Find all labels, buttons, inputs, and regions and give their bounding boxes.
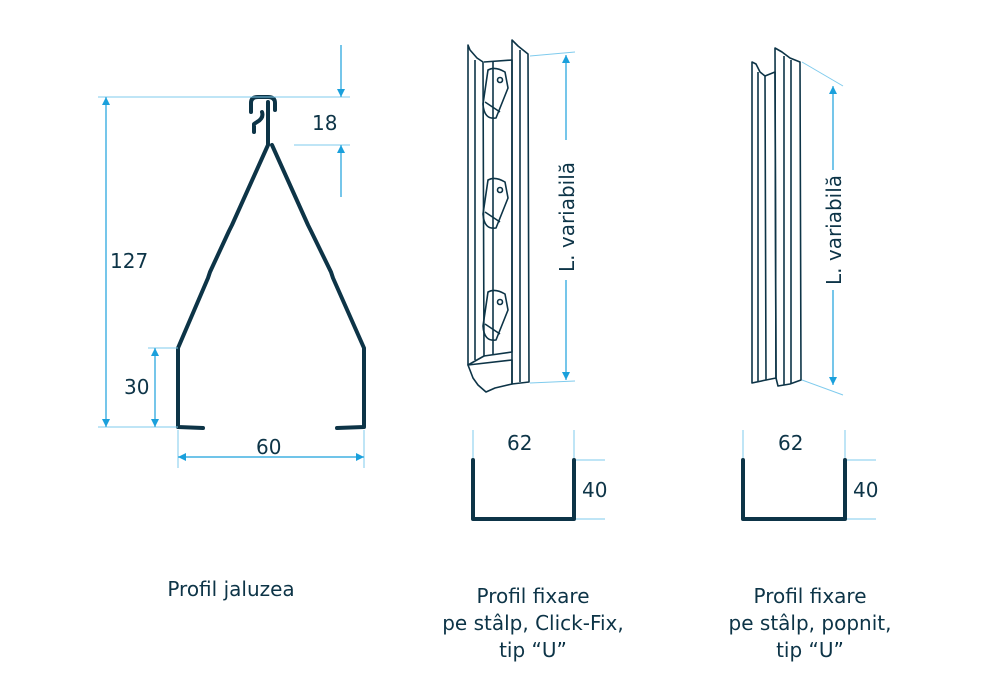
dim-18: 18 [312, 111, 337, 135]
popnit-u-section [741, 458, 847, 521]
caption-jaluzea: Profil jaluzea [167, 577, 294, 601]
dim-40-popnit: 40 [853, 478, 878, 502]
jaluzea-profile-shape [176, 95, 366, 430]
dim-62-popnit: 62 [778, 431, 803, 455]
click-fix-column-drawing [467, 39, 530, 393]
profile-jaluzea: 18 127 30 60 Profil jaluzea [98, 45, 366, 601]
dim-127: 127 [110, 249, 148, 273]
caption-click-fix-line3: tip “U” [499, 638, 567, 662]
length-label-click-fix: L. variabilă [555, 162, 579, 272]
length-label-popnit: L. variabilă [822, 175, 846, 285]
dim-30: 30 [124, 375, 149, 399]
dim-62-click-fix: 62 [507, 431, 532, 455]
profile-popnit: L. variabilă 62 40 Profil fixare pe stâl… [729, 47, 892, 662]
click-fix-u-section [471, 458, 576, 521]
profile-click-fix: L. variabilă 62 40 Profil fixare pe stâl… [442, 39, 624, 662]
dim-40-click-fix: 40 [582, 478, 607, 502]
caption-click-fix-line2: pe stâlp, Click-Fix, [442, 611, 624, 635]
caption-popnit-line2: pe stâlp, popnit, [729, 611, 892, 635]
caption-click-fix-line1: Profil fixare [476, 584, 589, 608]
caption-popnit-line3: tip “U” [776, 638, 844, 662]
dim-60: 60 [256, 435, 281, 459]
popnit-column-drawing [751, 47, 802, 387]
caption-popnit-line1: Profil fixare [753, 584, 866, 608]
click-fix-clips [482, 67, 509, 342]
jaluzea-dimensions: 18 127 30 60 [98, 45, 365, 468]
